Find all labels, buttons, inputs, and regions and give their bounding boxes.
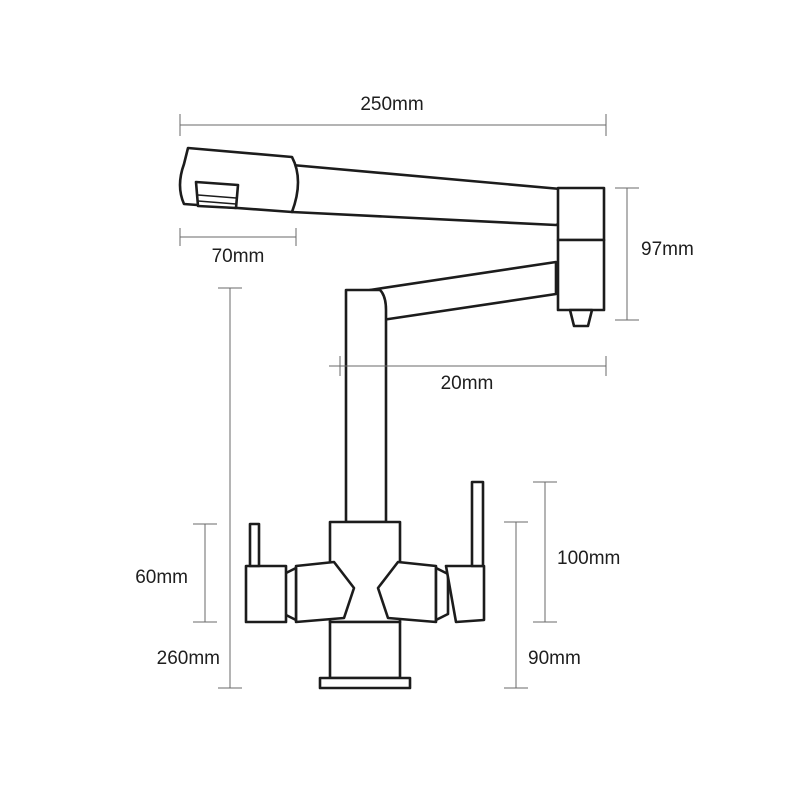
aerator-nozzle: [194, 180, 240, 210]
right-lever-rod: [470, 480, 485, 568]
dim-label-filter-spout-height: 97mm: [641, 239, 694, 260]
left-lever-head: [244, 564, 288, 624]
main-spout-arm: [290, 163, 575, 227]
tap-outline: [178, 146, 606, 690]
base-plate: [318, 676, 412, 690]
right-lever-head: [444, 564, 486, 624]
dim-label-aerator-length: 70mm: [212, 246, 265, 267]
dim-label-center-handle-height: 100mm: [557, 548, 620, 569]
dim-label-lever-height: 60mm: [135, 567, 188, 588]
swivel-head: [556, 186, 606, 328]
filtered-spout-arm: [362, 260, 558, 322]
dim-label-overall-height: 260mm: [157, 648, 220, 669]
right-collar: [434, 566, 450, 622]
base-column: [328, 620, 402, 680]
dim-label-base-height: 90mm: [528, 648, 581, 669]
left-lever-rod: [248, 522, 261, 568]
dimension-labels: 250mm 70mm 97mm 20mm 60mm 260mm 100mm 90…: [135, 94, 694, 669]
dim-label-filter-spout-offset: 20mm: [441, 373, 494, 394]
dimension-lines: [179, 114, 639, 689]
tap-riser: [344, 288, 388, 524]
dim-label-overall-width: 250mm: [360, 94, 423, 115]
